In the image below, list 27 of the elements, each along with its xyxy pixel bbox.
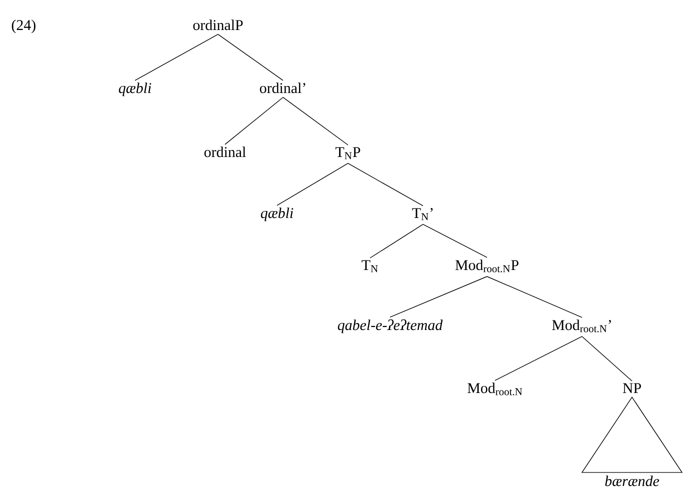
branch-line xyxy=(582,336,632,382)
branch-line xyxy=(422,224,488,258)
branch-line xyxy=(390,276,488,318)
branch-line xyxy=(276,163,348,206)
branch-line xyxy=(348,163,424,206)
branch-line xyxy=(494,336,582,381)
branch-line xyxy=(224,97,284,145)
tree-label: Mod$_{root.N}$P xyxy=(455,260,518,272)
tree-label: bærænde xyxy=(605,476,660,486)
tree-label: ordinal xyxy=(204,146,246,158)
tree-label: NP xyxy=(622,383,641,393)
tree-label: ordinal’ xyxy=(260,82,306,94)
tree-label: qæbli xyxy=(260,208,294,222)
branch-line xyxy=(134,34,218,81)
branch-line xyxy=(218,34,284,81)
tree-label: ordinalP xyxy=(193,20,243,30)
tree-label: Mod$_{root.N}$’ xyxy=(552,320,611,332)
tree-label: T$_{N}$’ xyxy=(412,208,433,220)
branch-line xyxy=(486,276,582,318)
tree-label: qabel-e-ʔeʔtemad xyxy=(338,319,443,334)
tree-label: T$_{N}$ xyxy=(362,260,378,272)
branch-line xyxy=(370,224,424,258)
example-number: (24) xyxy=(12,20,36,34)
tree-label: T$_{N}$P xyxy=(336,147,360,160)
tree-label: Mod$_{root.N}$ xyxy=(468,382,522,396)
tree-label: qæbli xyxy=(118,82,152,96)
branch-line xyxy=(282,97,348,146)
